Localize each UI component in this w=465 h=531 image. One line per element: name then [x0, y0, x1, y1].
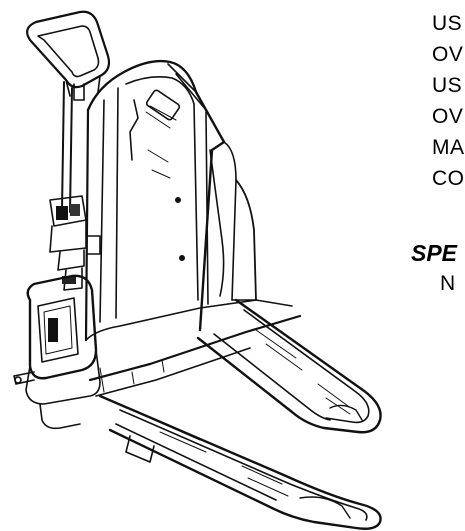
spec-item: MA	[432, 136, 465, 159]
mast-body	[84, 59, 257, 342]
pallet-truck-illustration	[13, 10, 382, 530]
section-heading: SPE	[411, 240, 458, 266]
fork-lower	[98, 394, 382, 530]
spec-item: OV	[432, 43, 464, 66]
section-text: N	[440, 272, 456, 295]
control-box	[49, 195, 101, 291]
handle	[26, 10, 111, 213]
spec-item: US	[432, 74, 463, 97]
spec-item: OV	[432, 105, 464, 128]
spec-item: CO	[432, 167, 465, 190]
spec-list: US OV US OV MA CO	[432, 8, 465, 194]
spec-item: US	[432, 12, 463, 35]
fork-upper	[196, 298, 382, 434]
chassis	[85, 299, 302, 397]
front-housing	[13, 274, 101, 430]
